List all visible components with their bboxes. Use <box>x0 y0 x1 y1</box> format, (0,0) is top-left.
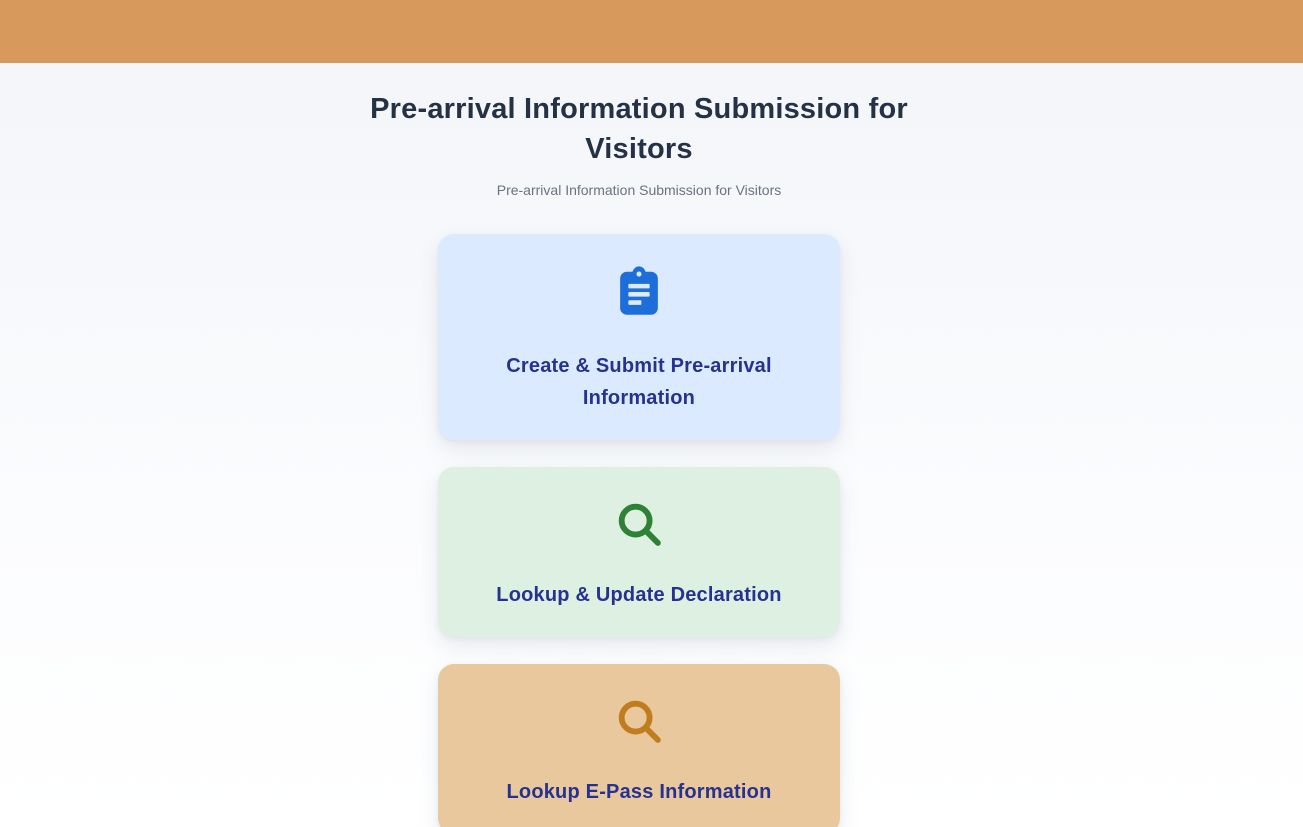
card-lookup-update-declaration[interactable]: Lookup & Update Declaration <box>438 467 840 638</box>
card-create-submit-pre-arrival[interactable]: Create & Submit Pre-arrival Information <box>438 234 840 441</box>
search-icon <box>612 694 666 748</box>
page-title: Pre-arrival Information Submission for V… <box>370 93 908 166</box>
clipboard-icon <box>610 264 668 322</box>
card-label-lookup-epass: Lookup E-Pass Information <box>506 781 772 804</box>
page-subtitle: Pre-arrival Information Submission for V… <box>496 182 782 199</box>
card-label-lookup-update: Lookup & Update Declaration <box>496 584 782 607</box>
header-bar <box>0 0 1303 63</box>
card-lookup-epass[interactable]: Lookup E-Pass Information <box>438 664 840 827</box>
action-card-list: Create & Submit Pre-arrival Information … <box>438 234 840 827</box>
card-label-create-submit: Create & Submit Pre-arrival Information <box>506 355 772 410</box>
main-content: Pre-arrival Information Submission for V… <box>0 63 1278 827</box>
search-icon <box>612 497 666 551</box>
